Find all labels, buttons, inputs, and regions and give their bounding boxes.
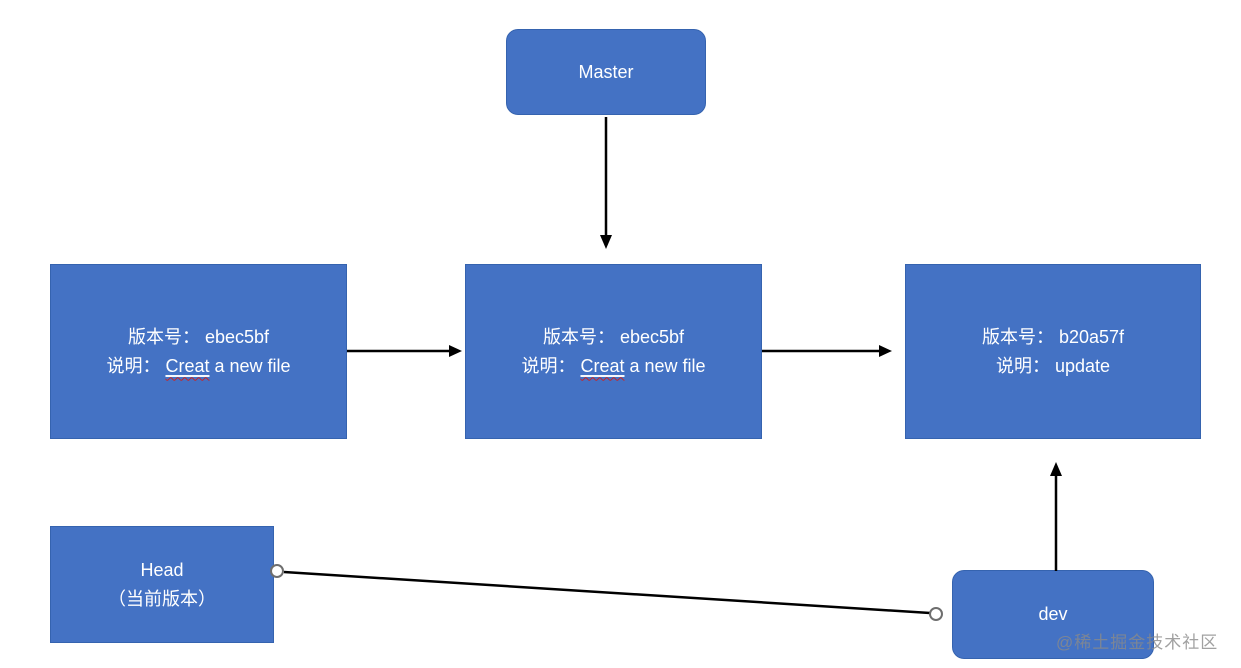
node-commit-3-text: 版本号： b20a57f 说明： update <box>982 323 1124 381</box>
node-dev: dev <box>952 570 1154 659</box>
head-sublabel-line: （当前版本） <box>108 588 216 609</box>
head-label-line: Head <box>140 559 184 580</box>
connector-head-to-dev <box>270 564 943 621</box>
node-master-label: Master <box>578 61 634 82</box>
commit-3-version-line: 版本号： b20a57f <box>981 326 1125 347</box>
misspelled-word: Creat <box>580 355 625 376</box>
arrow-master-to-commit2 <box>600 117 612 249</box>
arrow-commit2-to-commit3 <box>762 345 892 357</box>
misspelled-word: Creat <box>165 355 210 376</box>
node-commit-2-text: 版本号： ebec5bf 说明： Creat a new file <box>521 323 705 381</box>
arrow-commit1-to-commit2 <box>347 345 462 357</box>
arrow-dev-to-commit3 <box>1050 462 1062 571</box>
commit-1-message-line: 说明： Creat a new file <box>106 355 291 376</box>
node-head-text: Head （当前版本） <box>108 556 216 614</box>
commit-2-message-line: 说明： Creat a new file <box>521 355 706 376</box>
node-commit-2: 版本号： ebec5bf 说明： Creat a new file <box>465 264 762 439</box>
commit-1-version-line: 版本号： ebec5bf <box>127 326 270 347</box>
node-master: Master <box>506 29 706 115</box>
node-head: Head （当前版本） <box>50 526 274 643</box>
node-commit-3: 版本号： b20a57f 说明： update <box>905 264 1201 439</box>
connector-endpoint-circle <box>929 607 943 621</box>
node-commit-1: 版本号： ebec5bf 说明： Creat a new file <box>50 264 347 439</box>
node-dev-label: dev <box>1038 604 1068 624</box>
commit-2-version-line: 版本号： ebec5bf <box>542 326 685 347</box>
node-commit-1-text: 版本号： ebec5bf 说明： Creat a new file <box>106 323 290 381</box>
commit-3-message-line: 说明： update <box>995 355 1111 376</box>
watermark: @稀土掘金技术社区 <box>1056 633 1219 652</box>
